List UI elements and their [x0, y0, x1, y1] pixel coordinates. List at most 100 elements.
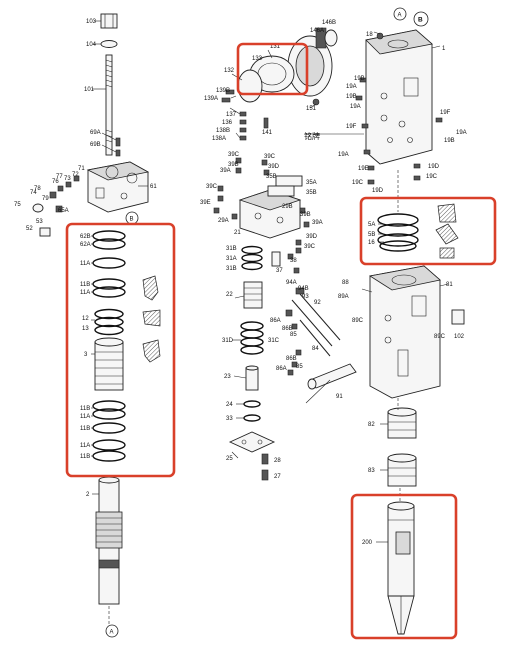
parts-92-94-rods: [285, 287, 341, 357]
callout: 19F: [440, 110, 451, 116]
callout: 24: [226, 402, 233, 408]
callout: 39C: [304, 244, 316, 250]
callout: 38: [290, 258, 297, 264]
callout: 102: [454, 334, 465, 340]
callout: 86A: [270, 318, 281, 324]
left-seal-stack: [92, 230, 126, 462]
callout: 31B: [226, 266, 237, 272]
callout: 78: [34, 186, 41, 192]
callout: 146A: [310, 28, 324, 34]
callout: 19F: [346, 124, 357, 130]
manifold-fittings: [213, 157, 310, 274]
zone-markers: A B A B: [105, 7, 429, 638]
callout: 75: [14, 202, 21, 208]
callout: 11B: [80, 454, 90, 460]
callout: 83: [368, 468, 375, 474]
callout: 81: [446, 282, 453, 288]
callout: 72: [72, 172, 79, 178]
callout: 19B: [444, 138, 455, 144]
callout: 35A: [306, 180, 317, 186]
marker-A-bottom: [105, 624, 119, 638]
callout: 39C: [228, 152, 240, 158]
callout: 103: [86, 19, 97, 25]
callout: 85: [290, 332, 297, 338]
callout: 52: [26, 226, 33, 232]
callout: 151: [306, 106, 317, 112]
callout: 76: [52, 179, 59, 185]
callout: 11A: [80, 414, 90, 420]
callout: 33: [226, 416, 233, 422]
marker-A-top: [393, 7, 407, 21]
callout: 89A: [338, 294, 349, 300]
callout: 73: [64, 176, 71, 182]
callout: 65A: [58, 208, 69, 214]
callout: 29A: [218, 218, 229, 224]
callout: 37: [276, 268, 283, 274]
callout: 86A: [276, 366, 287, 372]
callout: 93: [302, 294, 309, 300]
svg-text:B: B: [418, 17, 423, 24]
callout: 18: [366, 32, 373, 38]
svg-text:A: A: [398, 13, 402, 19]
part-104-washer: [100, 40, 118, 48]
callout: 31D: [222, 338, 234, 344]
callout: 62A: [80, 242, 91, 248]
callout: 39C: [206, 184, 218, 190]
part-2-piston: [95, 476, 123, 605]
callout: 27: [274, 474, 281, 480]
callout: 132: [224, 68, 235, 74]
callouts-middle: 131 133 132 146A 146B 139B 139A 137 136 …: [200, 20, 343, 480]
highlight-frames: [65, 42, 497, 640]
svg-text:B: B: [130, 217, 134, 223]
callout: 92: [314, 300, 321, 306]
callout: 21: [234, 230, 241, 236]
callout: 77: [56, 174, 63, 180]
callout: 23: [224, 374, 231, 380]
callout: 91: [336, 394, 343, 400]
callout: 137: [226, 112, 237, 118]
callout: 200: [362, 540, 373, 546]
callout: 5A: [368, 222, 375, 228]
callout: 19E: [358, 166, 369, 172]
callout: 39D: [306, 234, 318, 240]
callout: 19C: [352, 180, 364, 186]
callout: 88: [342, 280, 349, 286]
callout: 1: [442, 46, 446, 52]
fittings-71-79: [32, 175, 80, 237]
callout: 35B: [306, 190, 317, 196]
right-assembly: [306, 29, 465, 635]
callout: 79: [42, 196, 49, 202]
callout: 71: [78, 166, 85, 172]
highlight-chisel: [350, 493, 458, 640]
callout: 136: [222, 120, 233, 126]
callout: 11A: [80, 290, 90, 296]
part-91-pin: [307, 363, 357, 390]
part-83-bush: [387, 453, 417, 487]
callout: 61: [150, 184, 157, 190]
callout: 101: [84, 87, 95, 93]
callout: 89C: [434, 334, 446, 340]
callout: 11B: [80, 406, 90, 412]
callout: 86B: [286, 356, 297, 362]
callout: 39C: [264, 154, 276, 160]
part-200-chisel: [387, 501, 415, 635]
callout: 82: [368, 422, 375, 428]
nameplate-label: 铭牌: [304, 131, 320, 141]
part-25-plate: [228, 431, 276, 453]
callout: 11A: [80, 261, 90, 267]
callout: 139A: [204, 96, 218, 102]
part-101-rod: [105, 54, 113, 156]
callout: 16: [368, 240, 375, 246]
callout: 19A: [456, 130, 467, 136]
callout: 39E: [200, 200, 211, 206]
parts-19-screws: [355, 77, 443, 185]
callout: 138B: [216, 128, 230, 134]
callout: 11A: [80, 443, 90, 449]
callout: 53: [36, 219, 43, 225]
part-21-manifold: [238, 175, 303, 239]
callout: 146B: [322, 20, 336, 26]
callout: 39B: [228, 162, 239, 168]
callout: 19A: [350, 104, 361, 110]
